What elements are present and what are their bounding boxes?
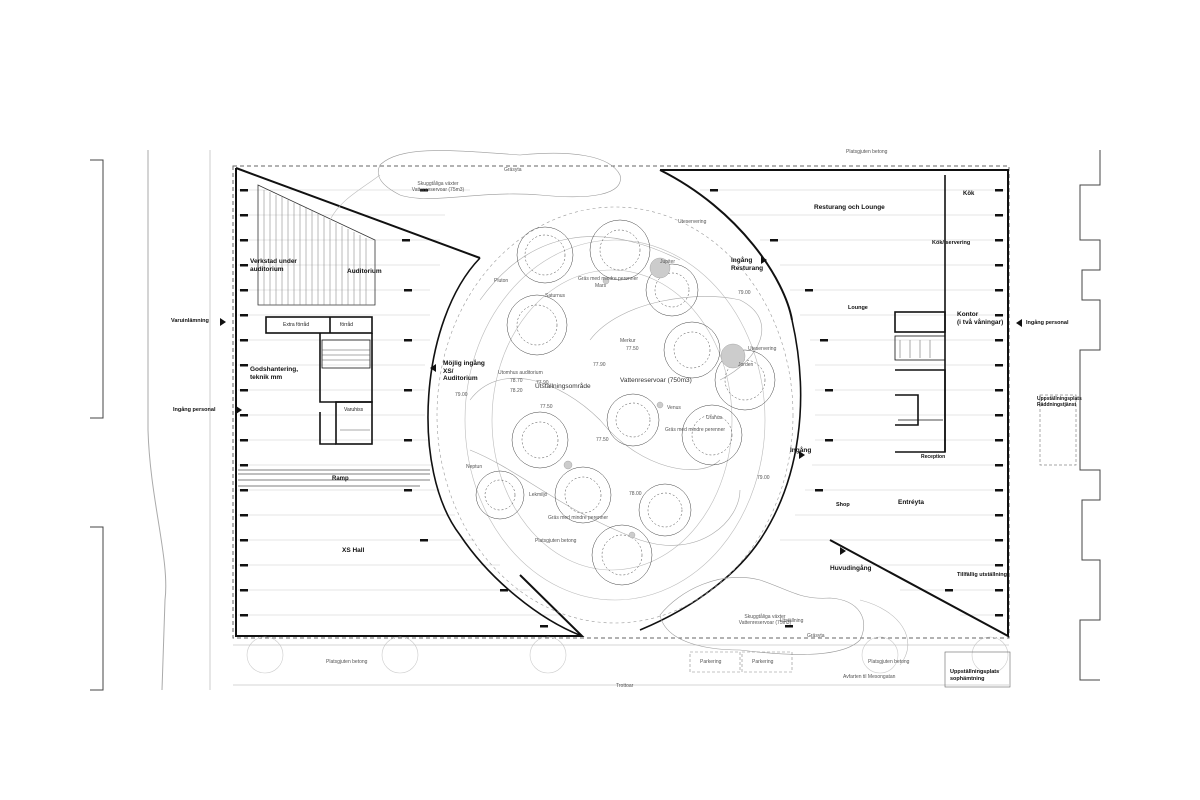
auditorium-block (257, 184, 376, 306)
right-service-core (894, 175, 946, 453)
courtyard-label-gras-top: Gräs med mindre perenner (578, 276, 639, 282)
room-label-resturang: Resturang och Lounge (814, 204, 885, 211)
elevation-label: 79.00 (455, 392, 468, 398)
room-label-xs-hall: XS Hall (342, 547, 365, 554)
courtyard-label-uteservering-right: Uteservering (748, 346, 777, 352)
room-label-verkstad: Verkstad under auditorium (250, 258, 297, 273)
outside-label-uppstallningsplats-sop: Uppställningsplats sophämtning (950, 669, 1000, 682)
elevation-label: 79.00 (757, 475, 770, 481)
room-label-ingang: Ingång (790, 447, 812, 454)
room-label-huvudingang: Huvudingång (830, 565, 872, 572)
room-label-ingang-resturang: Ingång Resturang (731, 257, 764, 272)
sculpture-label: Jorden (738, 362, 754, 368)
garden-outlines (329, 150, 909, 666)
left-street-edge (90, 150, 211, 691)
column-marks (240, 189, 1003, 628)
ramp (238, 469, 430, 487)
sculpture-label: Merkur (620, 338, 636, 344)
sculpture-label: Pluton (494, 278, 509, 284)
landscape-label-trottoar: Trottoar (616, 683, 634, 689)
outside-label-uppstallningsplats-raddning: Uppställningsplats Räddningstjänst (1037, 396, 1082, 408)
room-label-forrad: förråd (340, 322, 354, 328)
elevation-label: 77.90 (536, 380, 549, 386)
building-walls (235, 167, 1009, 638)
sculpture-label: Uranus (706, 415, 723, 421)
landscape-label-platsgjuten-bl: Platsgjuten betong (326, 659, 368, 665)
sculpture-label: Mars (595, 283, 607, 289)
room-label-kok: Kök (963, 191, 975, 197)
courtyard-label-utstallning: Utställning (780, 618, 804, 624)
courtyard-rings (436, 206, 794, 624)
room-label-auditorium: Auditorium (347, 268, 382, 275)
room-label-extra-forrad: Extra förråd (283, 322, 310, 328)
landscape-label-platsgjuten-top: Platsgjuten betong (846, 149, 888, 155)
courtyard-label-gras-bottom: Gräs med mindre perenner (548, 515, 609, 521)
room-label-varuhiss: Varuhiss (344, 407, 364, 413)
room-label-shop: Shop (836, 502, 850, 508)
courtyard-label-utomhus-auditorium: Utomhus auditorium (498, 370, 543, 376)
elevation-label: 77.50 (596, 437, 609, 443)
room-label-mojlig-ingang: Möjlig ingång XS/ Auditorium (443, 360, 485, 382)
courtyard-label-utstallningsomrade: Utställningsområde (535, 383, 591, 390)
landscape-label-skuggtaliga-bottom: Skuggtåliga växter Vattenreservoar (75m3… (738, 614, 792, 626)
courtyard-label-gras-mid: Gräs med mindre perenner (665, 427, 726, 433)
right-street-edge (1079, 150, 1101, 681)
elevation-label: 77.90 (593, 362, 606, 368)
elevation-label: 77.50 (540, 404, 553, 410)
landscape-label-avfarten: Avfarten til Mesongatan (843, 674, 896, 680)
landscape-label-grasyta-top: Gräsyta (504, 167, 522, 173)
outside-label-ingang-personal-left: Ingång personal (173, 407, 216, 413)
room-label-kontor: Kontor (i två våningar) (957, 311, 1004, 326)
room-label-entreyta: Entréyta (898, 499, 925, 506)
room-label-lounge: Lounge (848, 305, 868, 311)
room-label-ramp: Ramp (332, 476, 349, 482)
entrance-arrows (220, 256, 1022, 555)
landscape-label-parkering: Parkering (700, 659, 722, 665)
street-strip (233, 636, 1011, 688)
courtyard-trees (475, 219, 776, 586)
left-service-core (265, 316, 373, 445)
courtyard-label-lekmiljo: Lekmiljö (529, 492, 548, 498)
sculpture-label: Neptun (466, 464, 483, 470)
landscape-label-parkering: Parkering (752, 659, 774, 665)
room-label-godshantering: Godshantering, teknik mm (250, 366, 299, 381)
elevation-label: 79.00 (738, 290, 751, 296)
sculpture-label: Saturnus (545, 293, 566, 299)
elevation-label: 78.00 (629, 491, 642, 497)
sculpture-label: Venus (667, 405, 681, 411)
outside-label-varuinlamning: Varuinlämning (171, 318, 209, 324)
elevation-label: 78.70 (510, 378, 523, 384)
landscape-label-platsgjuten-br: Platsgjuten betong (868, 659, 910, 665)
room-label-kok-servering: Kök/ servering (932, 240, 971, 246)
elevation-label: 77.50 (626, 346, 639, 352)
rescue-parking-box (1039, 394, 1077, 466)
room-label-reception: Reception (921, 454, 946, 460)
sculpture-label: Jupiter (660, 259, 676, 265)
courtyard-accents (563, 257, 746, 539)
landscape-label-skuggtaliga-top: Skuggtåliga växter Vattenreservoar (75m3… (411, 181, 465, 193)
elevation-label: 78.20 (510, 388, 523, 394)
room-label-tillfallig: Tillfällig utställning (957, 572, 1008, 578)
courtyard-label-vattenreservoar: Vattenreservoar (750m3) (620, 377, 692, 384)
landscape-label-grasyta-bottom: Gräsyta (807, 633, 825, 639)
courtyard-label-uteservering-top: Uteservering (678, 219, 707, 225)
courtyard-label-platsgjuten: Platsgjuten betong (535, 538, 577, 544)
outside-label-ingang-personal-right: Ingång personal (1026, 320, 1069, 326)
